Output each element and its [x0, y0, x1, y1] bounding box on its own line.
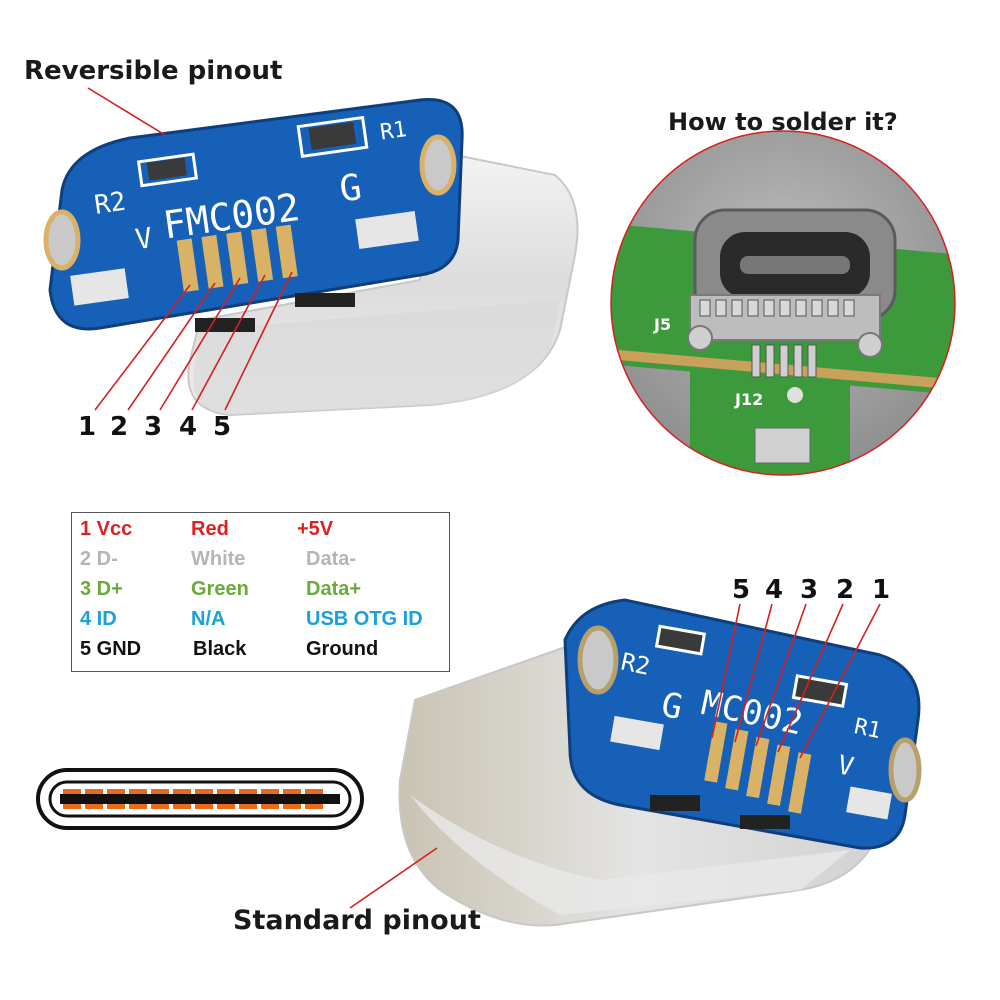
legend-signal: Data+ — [306, 578, 362, 600]
legend-pin: 1 Vcc — [80, 518, 133, 540]
r2-label: R2 — [93, 187, 128, 221]
title-leader — [349, 847, 438, 909]
standard-pinout-title: Standard pinout — [233, 905, 481, 936]
pin-3 — [226, 231, 249, 286]
pin-4 — [250, 228, 274, 282]
pin-number-label: 3 — [144, 412, 163, 442]
legend-signal: USB OTG ID — [306, 608, 423, 630]
resistor-r1 — [296, 115, 369, 159]
pin-5 — [704, 721, 728, 783]
legend-wire: Red — [191, 518, 229, 540]
legend-pin: 5 GND — [80, 638, 142, 660]
legend-wire: N/A — [191, 608, 226, 630]
pin-1 — [176, 238, 199, 293]
legend-pin: 4 ID — [80, 608, 117, 630]
gold-pins — [176, 224, 298, 293]
pcb-board — [48, 98, 464, 331]
reversible-pinout-title: Reversible pinout — [24, 56, 283, 86]
pin-number-label: 3 — [800, 575, 819, 605]
legend-row: 3 D+ Green Data+ — [72, 575, 449, 605]
legend-signal: Ground — [306, 638, 379, 660]
pinout-legend: 1 Vcc Red +5V 2 D- White Data- 3 D+ Gree… — [71, 512, 450, 672]
pin-leaders — [94, 271, 293, 411]
usb-c-port-icon — [36, 768, 364, 830]
mount-hole — [419, 134, 457, 196]
pin-1 — [788, 752, 812, 814]
pin-leaders — [711, 603, 881, 759]
reversible-connector: R2 R1 V FMC002 G — [43, 87, 579, 417]
how-to-solder-title: How to solder it? — [668, 108, 898, 136]
legend-row: 4 ID N/A USB OTG ID — [72, 605, 449, 635]
pin-number-label: 2 — [110, 412, 129, 442]
pin-3 — [746, 736, 770, 799]
r2-label: R2 — [619, 648, 653, 681]
legend-signal: +5V — [297, 518, 334, 540]
legend-signal: Data- — [306, 548, 357, 570]
mount-hole — [43, 209, 81, 271]
pin-number-label: 2 — [836, 575, 855, 605]
contact-slot — [650, 795, 700, 811]
pin-5 — [275, 224, 298, 279]
contact-slot — [195, 318, 255, 332]
legend-wire: White — [191, 548, 246, 570]
legend-row: 1 Vcc Red +5V — [72, 515, 449, 545]
contact-slot — [295, 293, 355, 307]
j12-label: J12 — [734, 390, 763, 409]
resistor-r2 — [654, 624, 707, 656]
legend-pin: 2 D- — [80, 548, 118, 570]
solder-pad — [355, 210, 419, 250]
pin-number-label: 5 — [213, 412, 232, 442]
solder-pad — [846, 786, 892, 820]
contact-slot — [740, 815, 790, 829]
solder-pad — [610, 715, 664, 751]
mount-hole — [888, 737, 922, 803]
legend-wire: Green — [191, 578, 249, 600]
legend-row: 5 GND Black Ground — [72, 635, 449, 665]
mount-hole — [577, 625, 619, 695]
photo-border — [610, 130, 956, 476]
gold-pins — [704, 721, 812, 814]
pin-number-label: 1 — [78, 412, 97, 442]
title-leader — [87, 87, 166, 136]
solder-photo: J5 J12 — [610, 130, 956, 476]
pin-number-label: 4 — [179, 412, 198, 442]
legend-row: 2 D- White Data- — [72, 545, 449, 575]
r1-label: R1 — [852, 714, 883, 744]
pin-4 — [725, 729, 749, 791]
solder-pad — [70, 268, 129, 306]
pin-number-label: 1 — [872, 575, 891, 605]
pin-2 — [201, 235, 224, 289]
v-mark: V — [835, 750, 857, 783]
legend-wire: Black — [193, 638, 247, 660]
pin-2 — [767, 744, 791, 806]
standard-connector: R2 R1 G MC002 V — [349, 598, 922, 927]
pin-number-label: 5 — [732, 575, 751, 605]
legend-pin: 3 D+ — [80, 578, 123, 600]
pcb-board — [563, 598, 921, 850]
resistor-r2 — [136, 152, 199, 188]
v-mark: V — [133, 221, 154, 256]
r1-label: R1 — [379, 117, 409, 145]
pin-number-label: 4 — [765, 575, 784, 605]
resistor-r1 — [791, 674, 849, 708]
j5-label: J5 — [653, 315, 671, 334]
